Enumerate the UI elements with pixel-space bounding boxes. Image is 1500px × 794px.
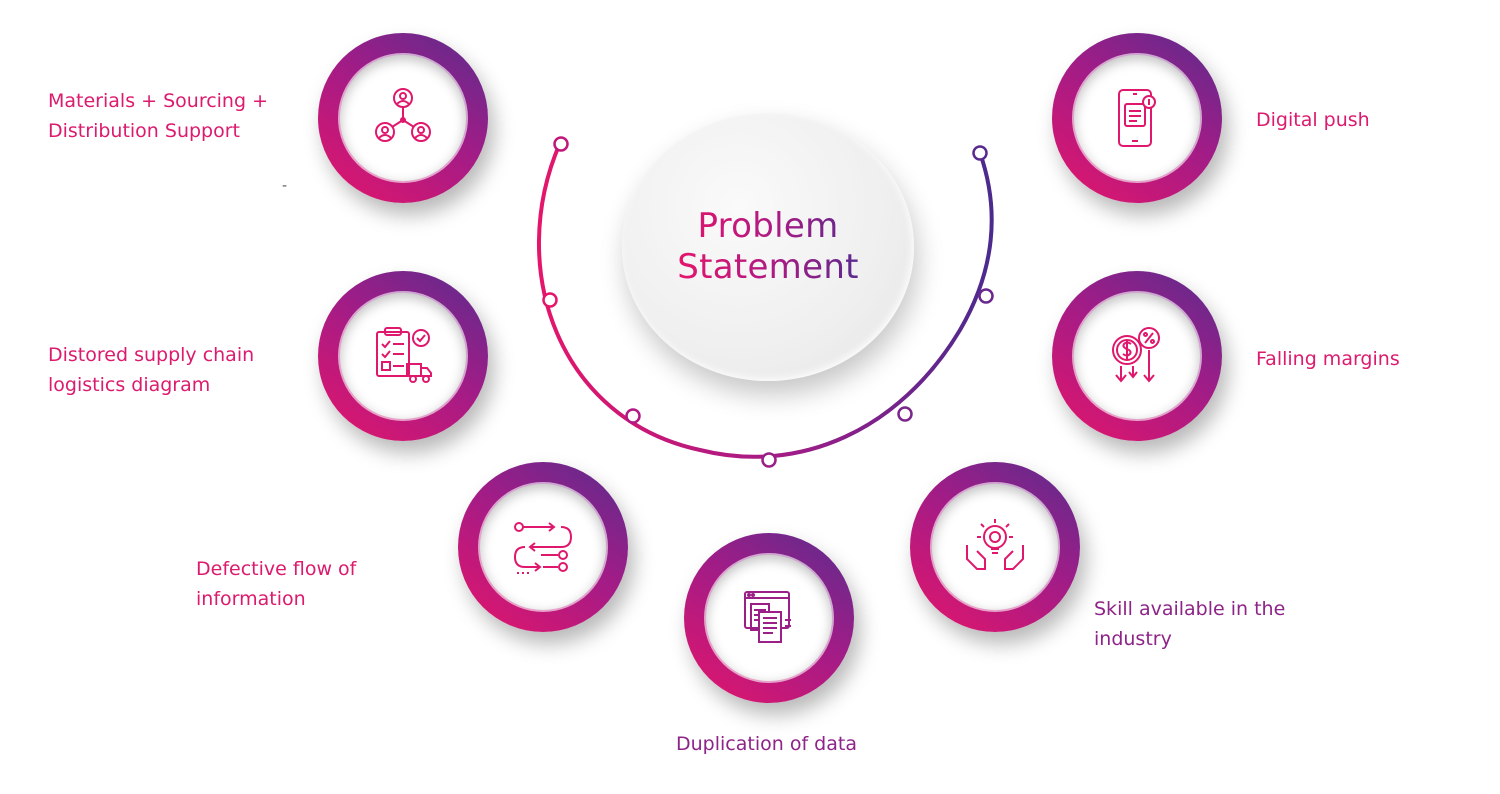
stray-dash: - [282, 178, 288, 194]
label-supply-chain: Distored supply chain logistics diagram [48, 344, 255, 396]
duplicate-documents-icon [744, 591, 791, 643]
label-duplication: Duplication of data [676, 733, 857, 755]
arc-node-4 [761, 452, 777, 468]
arc-node-2 [542, 292, 558, 308]
node-falling-margins [1052, 271, 1222, 441]
arc-node-5 [897, 406, 913, 422]
node-skill [910, 462, 1080, 632]
node-digital-push [1052, 33, 1222, 203]
center-circle: Problem Statement [622, 113, 914, 381]
node-duplication [684, 533, 854, 703]
clipboard-delivery-icon [376, 327, 432, 383]
center-title: Problem Statement [677, 206, 859, 287]
people-network-icon [375, 88, 431, 142]
node-materials [318, 33, 488, 203]
arc-node-3 [625, 408, 641, 424]
label-falling-margins: Falling margins [1256, 348, 1400, 370]
label-defective-flow: Defective flow of information [196, 558, 357, 610]
node-defective-flow [458, 462, 628, 632]
label-materials: Materials + Sourcing + Distribution Supp… [48, 90, 268, 142]
arc-node-7 [972, 145, 988, 161]
hands-lightbulb-icon [966, 519, 1024, 570]
mobile-notification-icon [1118, 89, 1156, 147]
flow-arrows-icon [513, 522, 573, 574]
arc-node-6 [978, 288, 994, 304]
falling-percent-dollar-icon [1112, 327, 1160, 383]
label-digital-push: Digital push [1256, 109, 1370, 131]
node-supply-chain [318, 271, 488, 441]
arc-node-1 [553, 136, 569, 152]
label-skill: Skill available in the industry [1094, 598, 1286, 650]
